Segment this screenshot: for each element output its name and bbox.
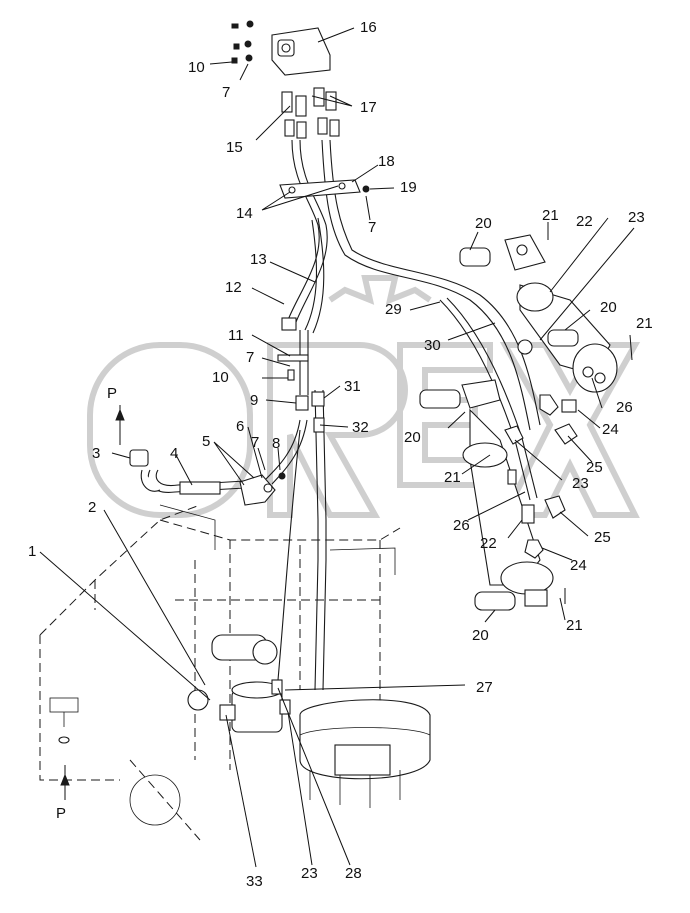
tank-assembly xyxy=(187,634,431,808)
callout-10: 10 xyxy=(188,59,205,76)
left-valve xyxy=(60,405,286,800)
callout-21: 21 xyxy=(542,207,559,224)
callout-23: 23 xyxy=(628,209,645,226)
callout-10b: 10 xyxy=(212,369,229,386)
callout-25: 25 xyxy=(586,459,603,476)
callout-labels: 16 10 7 17 15 18 19 14 7 13 12 11 7 10 9… xyxy=(28,19,653,890)
callout-3: 3 xyxy=(92,445,100,462)
callout-22: 22 xyxy=(576,213,593,230)
callout-17: 17 xyxy=(360,99,377,116)
callout-11: 11 xyxy=(228,327,244,344)
callout-20c: 20 xyxy=(404,429,421,446)
callout-29: 29 xyxy=(385,301,402,318)
callout-8: 8 xyxy=(272,435,280,452)
clamp-bracket xyxy=(277,179,370,433)
callout-12: 12 xyxy=(225,279,242,296)
callout-13: 13 xyxy=(250,251,267,268)
callout-14: 14 xyxy=(236,205,253,222)
callout-2: 2 xyxy=(88,499,96,516)
callout-24: 24 xyxy=(602,421,619,438)
callout-16: 16 xyxy=(360,19,377,36)
marker-p-bottom: P xyxy=(56,805,66,822)
machine-frame xyxy=(39,504,401,841)
cylinder-lower xyxy=(419,379,566,611)
callout-31: 31 xyxy=(344,378,361,395)
callout-20d: 20 xyxy=(472,627,489,644)
callout-23c: 23 xyxy=(301,865,318,882)
callout-21c: 21 xyxy=(444,469,461,486)
callout-27: 27 xyxy=(476,679,493,696)
callout-7b: 7 xyxy=(368,219,376,236)
callout-33: 33 xyxy=(246,873,263,890)
callout-26b: 26 xyxy=(453,517,470,534)
callout-25b: 25 xyxy=(594,529,611,546)
callout-5: 5 xyxy=(202,433,210,450)
callout-26: 26 xyxy=(616,399,633,416)
callout-15: 15 xyxy=(226,139,243,156)
callout-24b: 24 xyxy=(570,557,587,574)
callout-23b: 23 xyxy=(572,475,589,492)
callout-21b: 21 xyxy=(636,315,653,332)
marker-p-top: P xyxy=(107,385,117,402)
callout-1: 1 xyxy=(28,543,36,560)
callout-7: 7 xyxy=(222,84,230,101)
callout-28: 28 xyxy=(345,865,362,882)
callout-9: 9 xyxy=(250,392,258,409)
callout-7c: 7 xyxy=(246,349,254,366)
cylinder-upper xyxy=(459,234,618,445)
callout-4: 4 xyxy=(170,445,178,462)
callout-30: 30 xyxy=(424,337,441,354)
callout-19: 19 xyxy=(400,179,417,196)
leader-lines xyxy=(39,27,635,868)
callout-18: 18 xyxy=(378,153,395,170)
callout-20: 20 xyxy=(475,215,492,232)
callout-32: 32 xyxy=(352,419,369,436)
callout-22b: 22 xyxy=(480,535,497,552)
top-valve xyxy=(231,20,340,139)
callout-20b: 20 xyxy=(600,299,617,316)
callout-21d: 21 xyxy=(566,617,583,634)
callout-7d: 7 xyxy=(251,434,259,451)
callout-6: 6 xyxy=(236,418,244,435)
